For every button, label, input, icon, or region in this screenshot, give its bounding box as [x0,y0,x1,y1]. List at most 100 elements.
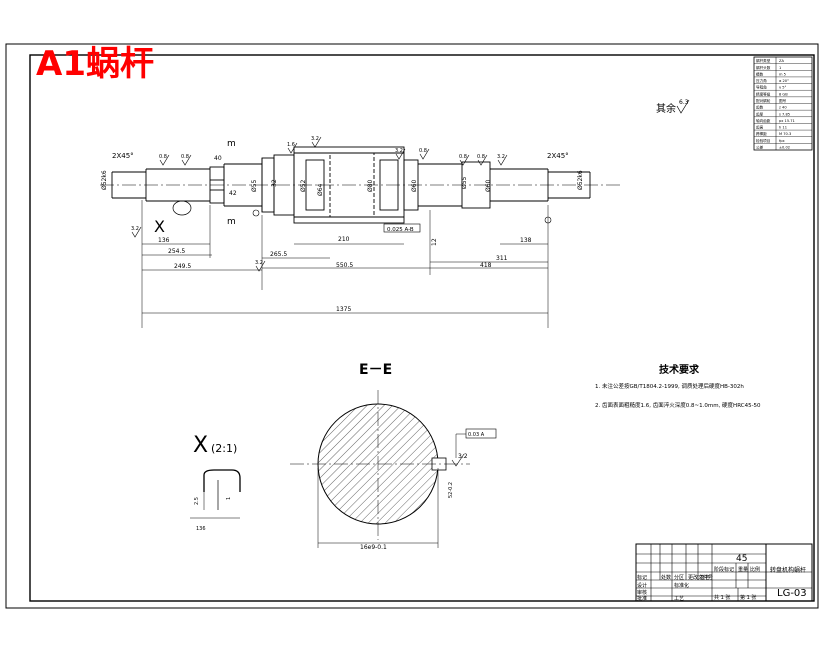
dimension-lines [141,200,549,328]
param-label: 导程角 [756,85,767,90]
svg-text:m: m [227,217,236,227]
param-value: m 5 [779,72,786,76]
svg-text:254.5: 254.5 [168,248,185,255]
roughness-value: 3.2 [255,260,263,266]
svg-text:32: 32 [271,179,278,187]
svg-text:6.3: 6.3 [679,99,689,106]
param-value: s 7.85 [779,112,790,116]
param-value: px 15.71 [779,119,795,123]
svg-text:第 1 张: 第 1 张 [740,594,756,601]
inner-frame [29,54,815,602]
svg-text:2. 齿面表面粗糙度1.6, 齿面淬火深度0.8~1.0mm: 2. 齿面表面粗糙度1.6, 齿面淬火深度0.8~1.0mm, 硬度HRC45-… [595,401,761,409]
param-value: fpx [779,139,786,143]
svg-text:249.5: 249.5 [174,263,191,270]
svg-text:签名: 签名 [700,574,710,581]
svg-text:Ø52: Ø52 [300,179,307,192]
svg-text:2X45°: 2X45° [547,152,569,160]
svg-text:136: 136 [196,526,206,532]
svg-text:45: 45 [736,554,747,564]
drawing-title: A1蜗杆 [36,44,154,84]
param-value: M 70.3 [779,132,791,136]
svg-text:LG-03: LG-03 [777,588,807,599]
param-label: 齿高 [756,125,764,130]
outer-frame [5,43,819,609]
roughness-symbol [255,260,266,272]
param-value: 8 GB [779,92,788,96]
svg-text:比例: 比例 [750,566,760,573]
param-label: 蜗杆类型 [756,58,771,63]
param-label: 齿厚 [756,111,764,116]
param-label: 公差 [756,145,764,150]
param-label: 检验项目 [756,138,770,143]
roughness-value: 3.2 [131,226,139,232]
svg-text:标记: 标记 [637,574,647,581]
svg-text:40: 40 [214,155,222,162]
roughness-value: 0.8 [159,154,167,160]
svg-text:(2:1): (2:1) [211,442,237,455]
svg-text:550.5: 550.5 [336,262,353,269]
param-label: 精度等级 [756,91,771,96]
svg-text:Ø55: Ø55 [461,176,468,189]
detail-view-x: X (2:1) 2.5 1 136 [190,433,241,532]
tolerance-frame: 0.025 A-B [383,223,421,233]
svg-text:138: 138 [520,237,532,244]
svg-text:技术要求: 技术要求 [659,363,700,376]
roughness-value: 3.2 [311,136,319,142]
param-value: h 11 [779,126,787,130]
param-label: 配对蜗轮 [756,98,771,103]
param-value: ZA [779,59,784,63]
roughness-symbol [497,154,508,166]
svg-text:3.2: 3.2 [458,453,468,460]
svg-text:Ø60: Ø60 [485,179,492,192]
svg-text:批准: 批准 [637,595,647,602]
svg-text:210: 210 [338,236,350,243]
roughness-value: 3.2 [395,148,403,154]
svg-text:X: X [154,217,165,236]
main-view-labels: 2X45° 2X45° m m X Ø55 Ø52k6 Ø52k6 Ø52 Ø6… [101,139,584,236]
param-value: ±0.02 [779,146,790,150]
section-view-ee: E－E 16e9-0.1 52-0.2 3.2 0.03 A [290,362,497,551]
param-label: 模数 [756,71,764,76]
svg-text:1: 1 [226,497,232,500]
svg-text:Ø52k6: Ø52k6 [101,170,108,190]
svg-text:重量: 重量 [738,566,748,573]
param-value: 1 [779,66,781,70]
shaft-main-view [100,146,620,224]
svg-text:Ø55: Ø55 [251,179,258,192]
param-label: 轴向齿距 [756,118,771,123]
svg-text:136: 136 [158,237,170,244]
roughness-value: 0.8 [459,154,467,160]
svg-text:更改文件号: 更改文件号 [688,574,713,581]
param-label: 压力角 [756,78,767,83]
svg-text:X: X [193,433,208,458]
roughness-symbol [419,148,430,160]
svg-text:转盘机构蜗杆: 转盘机构蜗杆 [770,566,806,574]
svg-text:其余: 其余 [656,102,676,115]
roughness-symbol [287,142,298,154]
svg-text:处数: 处数 [661,574,671,581]
param-value: α 20° [779,79,789,83]
svg-text:m: m [227,139,236,149]
svg-text:E－E: E－E [359,362,392,378]
svg-text:0.025 A-B: 0.025 A-B [387,227,414,233]
svg-text:16e9-0.1: 16e9-0.1 [360,544,387,551]
svg-text:标准化: 标准化 [674,582,689,589]
param-label: 蜗杆头数 [756,65,771,70]
roughness-value: 1.6 [287,142,295,148]
general-roughness-note: 其余 6.3 [656,99,690,115]
title-block [635,543,813,602]
svg-text:2.5: 2.5 [194,497,200,505]
param-value: z 40 [779,106,787,110]
svg-text:265.5: 265.5 [270,251,287,258]
roughness-symbol [477,154,488,166]
svg-text:Ø52k6: Ø52k6 [577,170,584,190]
svg-text:418: 418 [480,262,492,269]
svg-text:阶段标记: 阶段标记 [714,566,734,573]
svg-text:设计: 设计 [637,582,647,589]
svg-text:Ø80: Ø80 [367,179,374,192]
roughness-symbol [311,136,322,148]
